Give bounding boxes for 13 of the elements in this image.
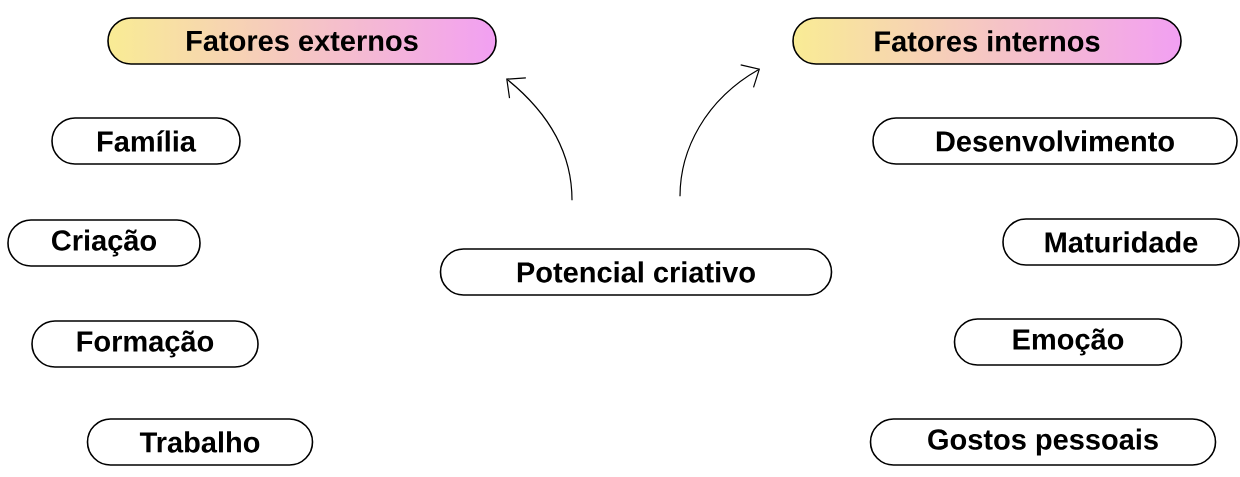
label-pill: Desenvolvimento [872, 117, 1238, 165]
label-pill: Trabalho [86, 418, 314, 466]
label-pill: Potencial criativo [439, 248, 833, 296]
label-pill: Gostos pessoais [869, 418, 1217, 466]
label-pill: Maturidade [1002, 218, 1240, 266]
label-pill: Emoção [953, 318, 1183, 366]
curved-arrow [679, 64, 761, 197]
label-pill: Criação [7, 219, 201, 267]
heading-pill: Fatores internos [792, 17, 1182, 65]
label-pill: Formação [31, 320, 259, 368]
heading-pill: Fatores externos [107, 17, 497, 65]
label-pill: Família [51, 117, 241, 165]
curved-arrow [506, 77, 573, 201]
